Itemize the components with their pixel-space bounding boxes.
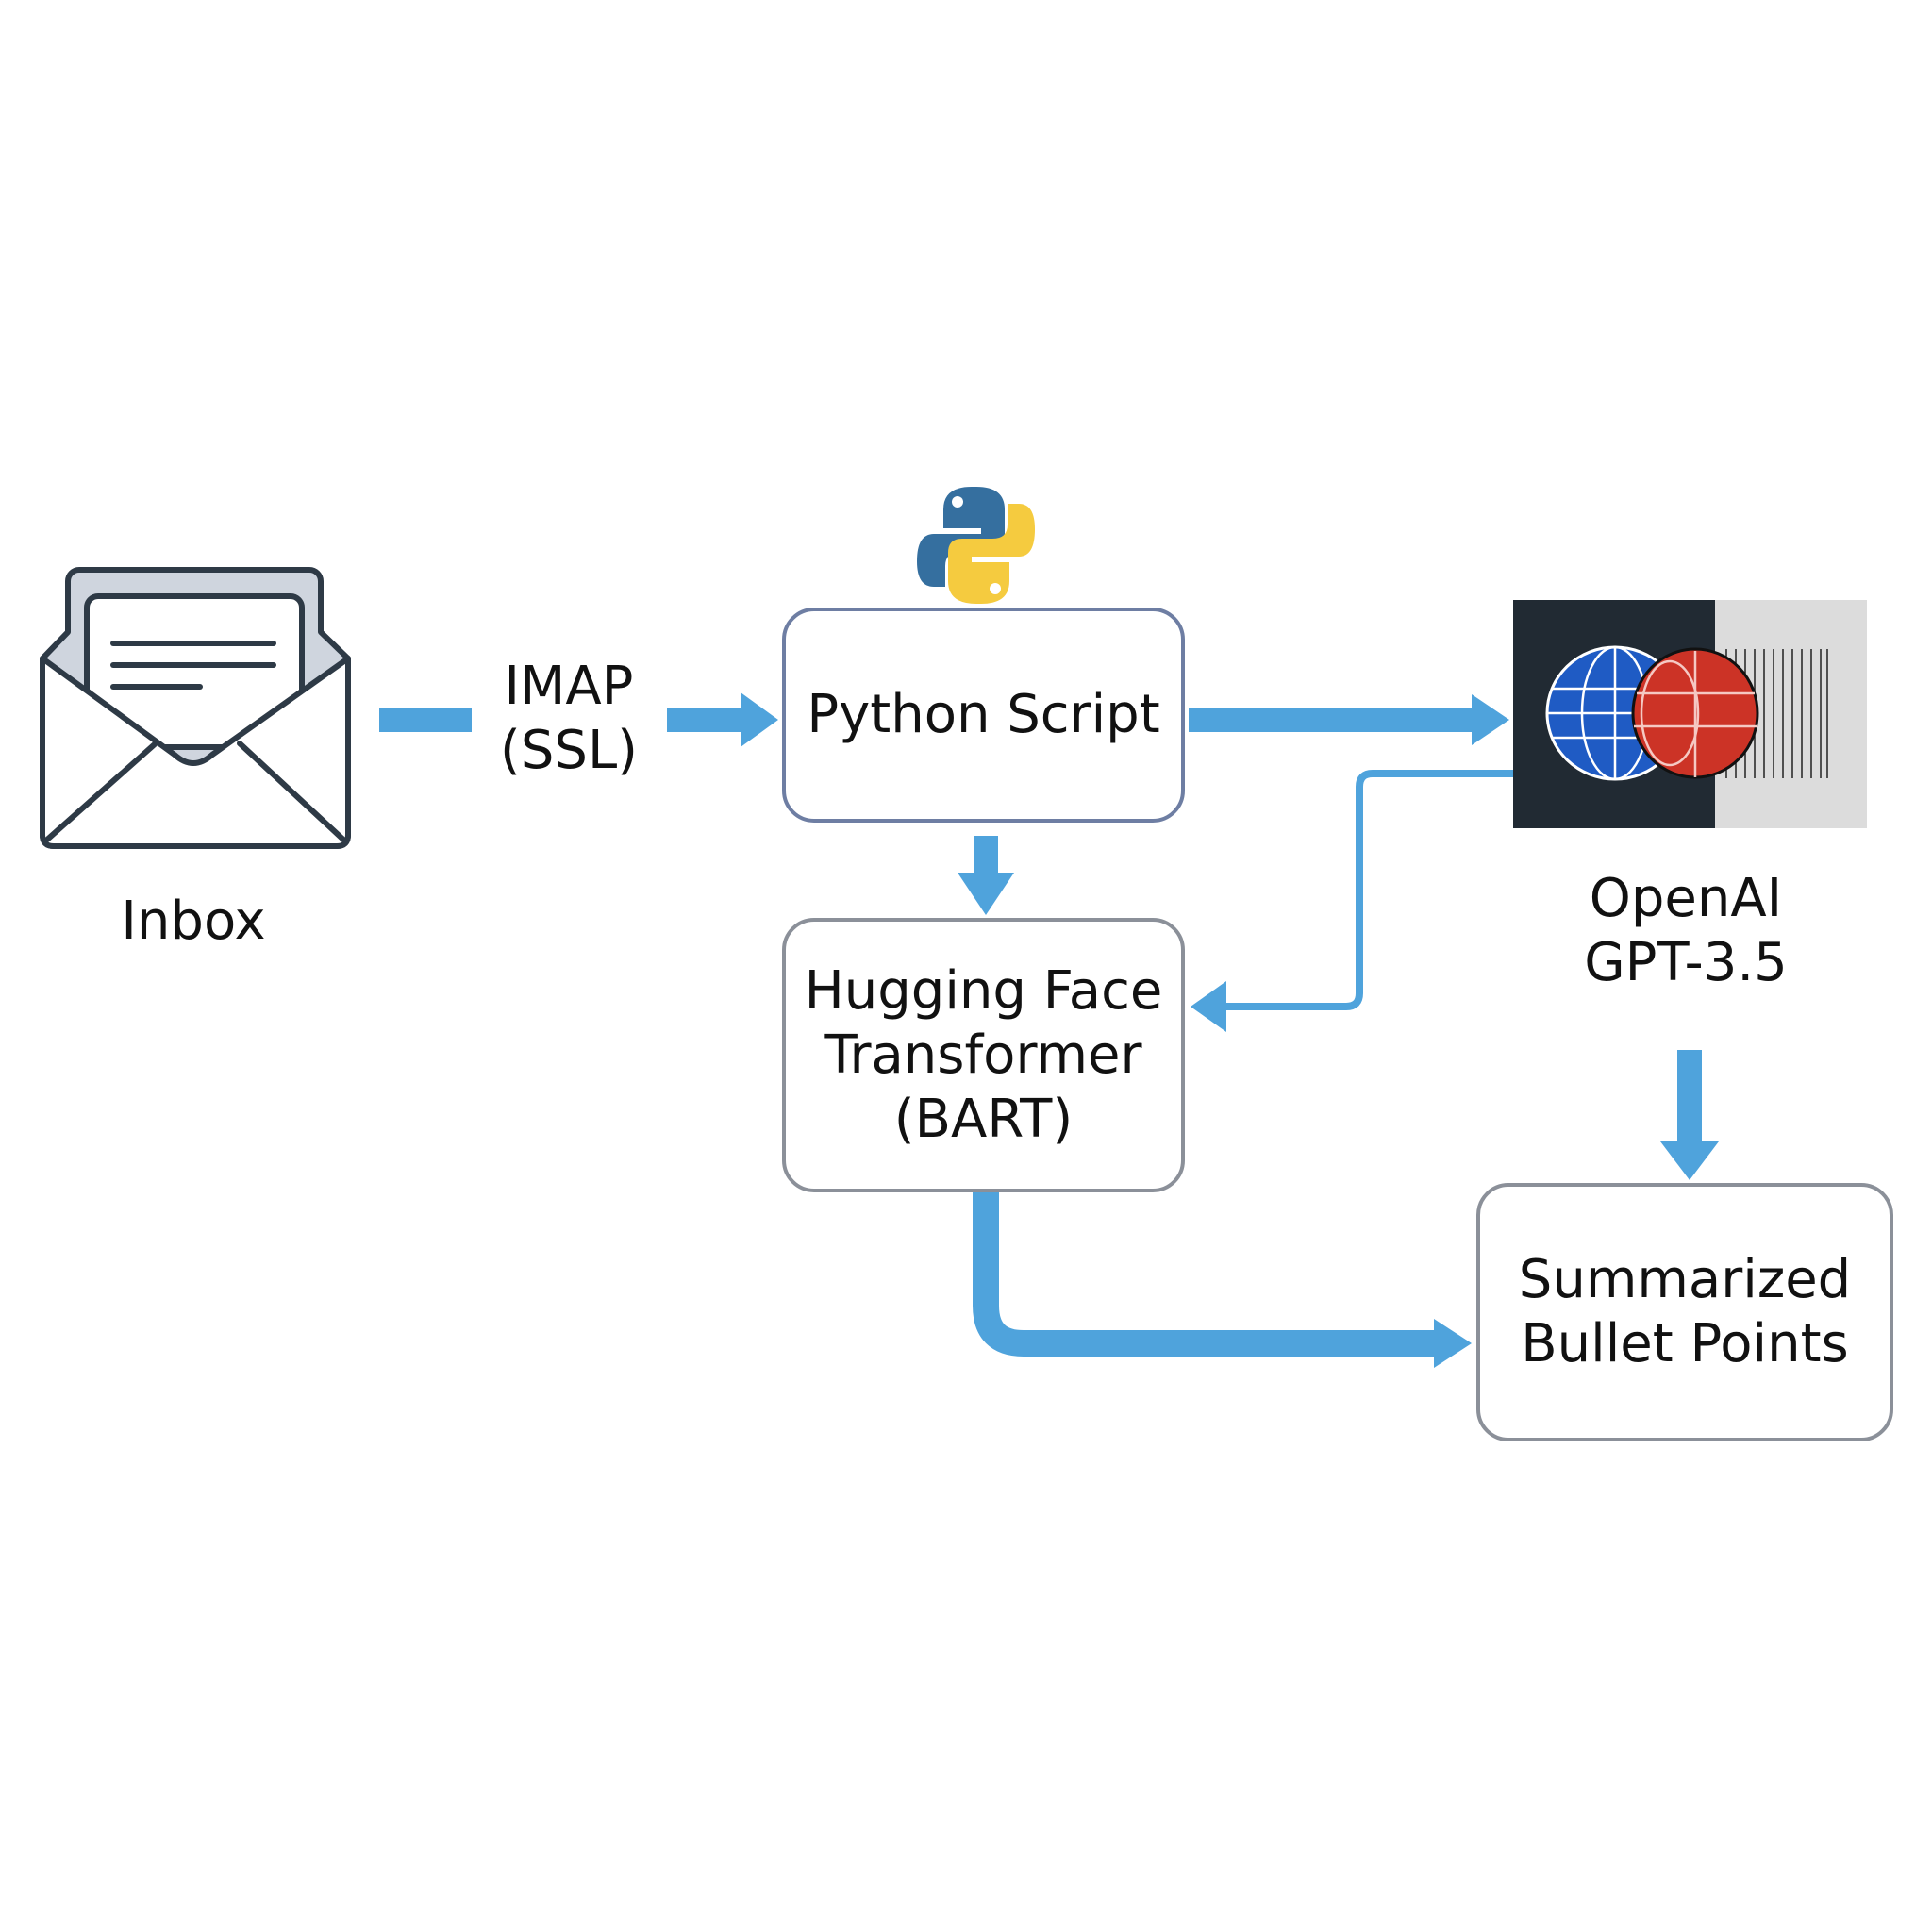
- envelope-icon: [40, 567, 351, 849]
- gpt-label: GPT-3.5: [1584, 932, 1788, 993]
- summary-line2: Bullet Points: [1521, 1313, 1849, 1374]
- arrows: [379, 692, 1719, 1368]
- huggingface-line1: Hugging Face: [804, 959, 1163, 1022]
- summary-node[interactable]: Summarized Bullet Points: [1476, 1183, 1893, 1441]
- huggingface-node[interactable]: Hugging Face Transformer (BART): [782, 918, 1185, 1192]
- arrow-python-to-huggingface: [958, 836, 1014, 915]
- arrow-imap-to-python: [667, 692, 778, 747]
- arrow-huggingface-to-summary-head: [1434, 1319, 1472, 1368]
- huggingface-line3: (BART): [893, 1088, 1074, 1150]
- imap-dash: [379, 708, 472, 732]
- python-script-node[interactable]: Python Script: [782, 608, 1185, 823]
- arrow-openai-to-huggingface-head: [1191, 981, 1226, 1032]
- imap-label: IMAP: [504, 656, 634, 717]
- python-script-label: Python Script: [807, 684, 1160, 745]
- inbox-label: Inbox: [121, 891, 266, 952]
- arrow-openai-to-huggingface: [1222, 770, 1513, 1010]
- python-logo-icon: [917, 487, 1035, 604]
- arrow-python-to-openai: [1189, 694, 1509, 745]
- summary-line1: Summarized: [1518, 1249, 1852, 1310]
- huggingface-line2: Transformer: [824, 1024, 1142, 1086]
- arrow-huggingface-to-summary: [973, 1192, 1439, 1357]
- imap-ssl-label: (SSL): [500, 720, 638, 781]
- arrow-openai-to-summary: [1660, 1050, 1719, 1180]
- openai-globe-image: [1513, 600, 1867, 828]
- openai-label: OpenAI: [1589, 868, 1783, 929]
